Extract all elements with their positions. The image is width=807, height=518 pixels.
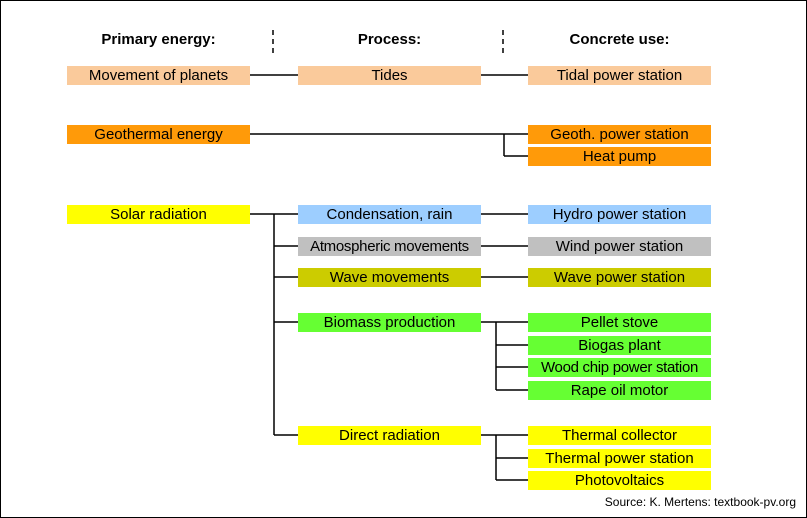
box-tidal-power-station: Tidal power station — [528, 66, 711, 85]
box-geoth-power-station: Geoth. power station — [528, 125, 711, 144]
box-direct-radiation: Direct radiation — [298, 426, 481, 445]
box-biomass-production: Biomass production — [298, 313, 481, 332]
box-condensation-rain: Condensation, rain — [298, 205, 481, 224]
box-heat-pump: Heat pump — [528, 147, 711, 166]
box-thermal-power-station: Thermal power station — [528, 449, 711, 468]
header-primary-energy: Primary energy: — [101, 31, 216, 48]
box-atmospheric-movements: Atmospheric movements — [298, 237, 481, 256]
box-tides: Tides — [298, 66, 481, 85]
box-rape-oil-motor: Rape oil motor — [528, 381, 711, 400]
box-wood-chip-power-station: Wood chip power station — [528, 358, 711, 377]
box-biogas-plant: Biogas plant — [528, 336, 711, 355]
box-wave-power-station: Wave power station — [528, 268, 711, 287]
box-wind-power-station: Wind power station — [528, 237, 711, 256]
box-wave-movements: Wave movements — [298, 268, 481, 287]
box-photovoltaics: Photovoltaics — [528, 471, 711, 490]
header-process: Process: — [357, 31, 422, 48]
header-concrete-use: Concrete use: — [569, 31, 670, 48]
box-geothermal-energy: Geothermal energy — [67, 125, 250, 144]
box-movement-of-planets: Movement of planets — [67, 66, 250, 85]
source-caption: Source: K. Mertens: textbook-pv.org — [604, 495, 796, 509]
box-solar-radiation: Solar radiation — [67, 205, 250, 224]
box-hydro-power-station: Hydro power station — [528, 205, 711, 224]
box-thermal-collector: Thermal collector — [528, 426, 711, 445]
box-pellet-stove: Pellet stove — [528, 313, 711, 332]
